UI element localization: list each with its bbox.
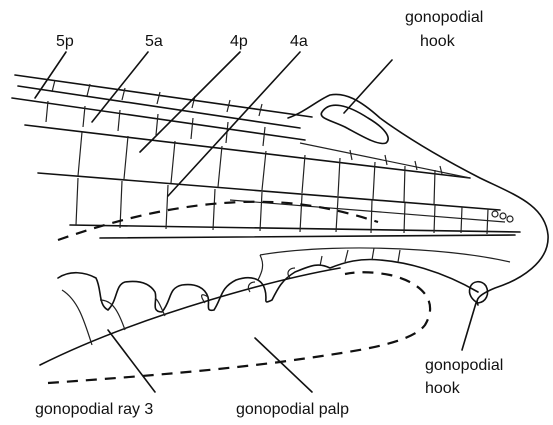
- ray-line-2: [18, 86, 300, 128]
- ray-4p-segments: [78, 132, 470, 205]
- ray-line-6: [70, 225, 520, 232]
- leader-4p: [140, 52, 240, 152]
- gonopodial-hook-top: [321, 105, 388, 143]
- dashed-outline-palp: [48, 272, 430, 383]
- ray-line-1: [15, 75, 312, 117]
- label-4a: 4a: [290, 33, 308, 50]
- label-hook-bottom-line1: gonopodial: [425, 357, 503, 374]
- label-gonopodial-palp: gonopodial palp: [236, 401, 349, 418]
- label-5p: 5p: [56, 33, 74, 50]
- label-hook-top-line2: hook: [420, 33, 456, 50]
- leader-hook-bottom: [462, 303, 476, 350]
- label-hook-bottom-line2: hook: [425, 380, 461, 397]
- gonopodium-outline: [288, 94, 548, 305]
- label-hook-top-line1: gonopodial: [405, 9, 483, 26]
- ray-line-5: [38, 173, 500, 210]
- label-gonopodial-ray-3: gonopodial ray 3: [35, 401, 153, 418]
- ray3-upper-edge: [58, 259, 478, 312]
- ray-line-7: [100, 235, 515, 238]
- label-5a: 5a: [145, 33, 163, 50]
- label-4p: 4p: [230, 33, 248, 50]
- gonopodial-ray-3: [40, 248, 510, 365]
- leader-ray3: [108, 330, 155, 392]
- ray-line-4: [25, 125, 470, 178]
- leader-lines: [35, 52, 476, 392]
- ray3-lower-edge: [40, 268, 340, 365]
- leader-hook-top: [344, 60, 392, 113]
